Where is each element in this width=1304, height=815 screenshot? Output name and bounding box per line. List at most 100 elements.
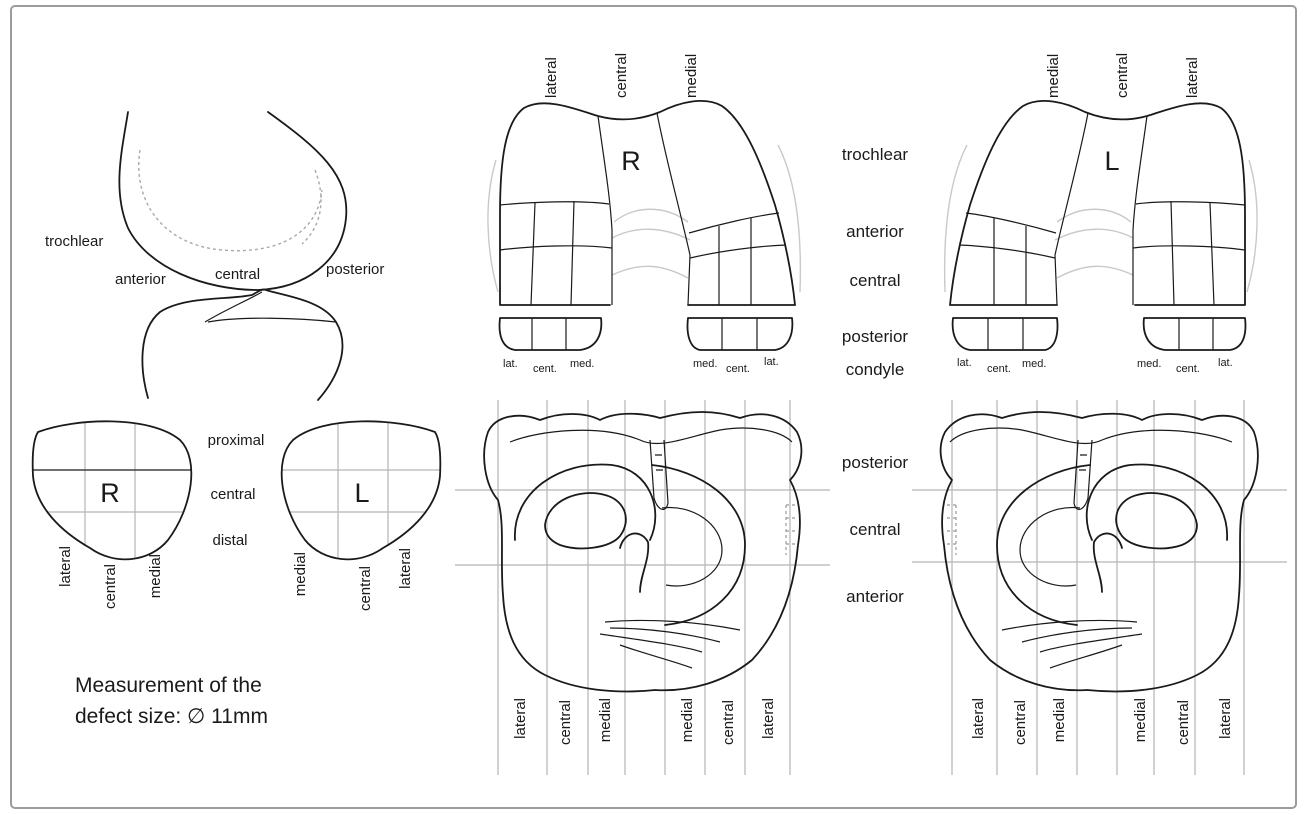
tibia-right-col-5: central: [720, 700, 737, 745]
lateral-rim-marker: [944, 505, 956, 555]
trochlea-zone-line: [598, 116, 612, 305]
condyle-grid-line: [966, 213, 1056, 233]
femur-shadow-outline: [488, 160, 498, 292]
condyle-grid-line: [959, 245, 1055, 258]
patella-right-side-label: R: [100, 478, 120, 508]
tibia-right-col-6: lateral: [760, 698, 777, 739]
posterior-condyle-grid: [1179, 318, 1213, 350]
posterior-rim: [950, 428, 1232, 443]
intercondylar-notch-arc: [612, 229, 690, 240]
tibial-spine: [620, 533, 648, 592]
tibia-right-col-3: medial: [597, 698, 614, 742]
trochlear-groove-contour: [139, 150, 322, 251]
femur-left-cell: cent.: [1176, 363, 1200, 375]
intercondylar-notch-arc: [612, 266, 688, 278]
measurement-line-1: Measurement of the: [75, 674, 262, 697]
condyle-grid-line: [531, 203, 535, 305]
femur-right-side-label: R: [621, 146, 641, 176]
medial-plateau-loop: [662, 507, 722, 585]
tibia-grid-line: [952, 400, 1244, 775]
patella-left-col-2: central: [357, 566, 374, 611]
tibia-zone-posterior: posterior: [842, 453, 908, 472]
femur-right-cell: lat.: [764, 356, 779, 368]
lateral-meniscus: [515, 464, 655, 540]
sagittal-label-anterior: anterior: [115, 271, 166, 288]
lateral-meniscus: [1087, 464, 1227, 540]
femur-right-col-1: lateral: [543, 57, 560, 98]
lateral-plateau-loop: [545, 493, 626, 548]
patella-right-col-2: central: [102, 564, 119, 609]
tibia-outline: [484, 412, 801, 691]
posterior-condyle-grid: [722, 318, 757, 350]
patella-left-col-3: lateral: [397, 548, 414, 589]
condyle-grid-line: [1210, 203, 1214, 305]
tibia-left-col-3: medial: [1051, 698, 1068, 742]
patella-row-proximal: proximal: [208, 432, 265, 449]
femur-left-cell: med.: [1137, 358, 1161, 370]
femur-left-cell: med.: [1022, 358, 1046, 370]
condyle-grid-line: [500, 202, 609, 205]
tibia-grid-line: [498, 400, 790, 775]
tibia-right-col-1: lateral: [512, 698, 529, 739]
tibia-left-col-6: lateral: [1217, 698, 1234, 739]
tibia-left-col-5: central: [1175, 700, 1192, 745]
condyle-grid-line: [1133, 246, 1245, 250]
femur-left-col-2: central: [1114, 53, 1131, 98]
condyle-grid-line: [689, 213, 779, 233]
tibia-outline: [941, 412, 1258, 691]
patella-left-side-label: L: [354, 478, 369, 508]
measurement-line-2: defect size: ∅ 11mm: [75, 705, 268, 728]
femur-right-col-2: central: [613, 53, 630, 98]
condyle-grid-line: [571, 201, 574, 305]
femur-right-cell: med.: [693, 358, 717, 370]
femur-right-col-3: medial: [683, 54, 700, 98]
posterior-condyle-left: [500, 318, 602, 350]
posterior-condyle-grid: [988, 318, 1023, 350]
femur-left-cell: lat.: [957, 357, 972, 369]
femur-shadow-outline: [778, 145, 800, 292]
posterior-rim: [510, 428, 792, 443]
femur-shadow-outline: [1247, 160, 1257, 292]
tibia-right-col-4: medial: [679, 698, 696, 742]
sagittal-label-posterior: posterior: [326, 261, 384, 278]
femur-right-cell: med.: [570, 358, 594, 370]
condyle-grid-line: [1171, 201, 1174, 305]
femur-right: [488, 101, 800, 350]
patella-right-col-1: lateral: [57, 546, 74, 587]
tibia-right-col-2: central: [557, 700, 574, 745]
sagittal-knee-view: trochlear anterior central posterior: [45, 112, 384, 400]
femur-sagittal-outline: [119, 112, 346, 290]
intercondylar-notch-arc: [1057, 266, 1133, 278]
tibia-grid-line: [455, 490, 830, 565]
zone-anterior: anterior: [846, 222, 904, 241]
tibia-left-col-1: lateral: [970, 698, 987, 739]
femur-shadow-outline: [945, 145, 967, 292]
femur-right-cell: cent.: [533, 363, 557, 375]
femur-right-cell: cent.: [726, 363, 750, 375]
posterior-condyle-grid: [532, 318, 566, 350]
trochlea-zone-line: [1133, 116, 1147, 305]
zone-trochlear: trochlear: [842, 145, 908, 164]
zone-labels: trochlear anterior central posterior con…: [842, 145, 908, 606]
condyle-grid-line: [500, 246, 612, 250]
tibia-grid-line: [912, 490, 1287, 562]
tibia-zone-anterior: anterior: [846, 587, 904, 606]
zone-posterior: posterior: [842, 327, 908, 346]
posterior-condyle-right: [688, 318, 793, 350]
tibia-left-col-4: medial: [1132, 698, 1149, 742]
femur-left: [945, 101, 1257, 350]
femur-left-cell: lat.: [1218, 357, 1233, 369]
intercondylar-notch-arc: [1055, 229, 1133, 240]
sagittal-label-trochlear: trochlear: [45, 233, 103, 250]
patella-row-distal: distal: [212, 532, 247, 549]
patella-left-col-1: medial: [292, 552, 309, 596]
tibial-spine: [1094, 533, 1122, 592]
intercondylar-notch-arc: [1057, 209, 1131, 222]
posterior-condyle-right: [1144, 318, 1246, 350]
zone-central: central: [849, 271, 900, 290]
zone-condyle: condyle: [846, 360, 905, 379]
femur-left-cell: cent.: [987, 363, 1011, 375]
tibia-left-col-2: central: [1012, 700, 1029, 745]
medial-meniscus: [652, 465, 745, 625]
